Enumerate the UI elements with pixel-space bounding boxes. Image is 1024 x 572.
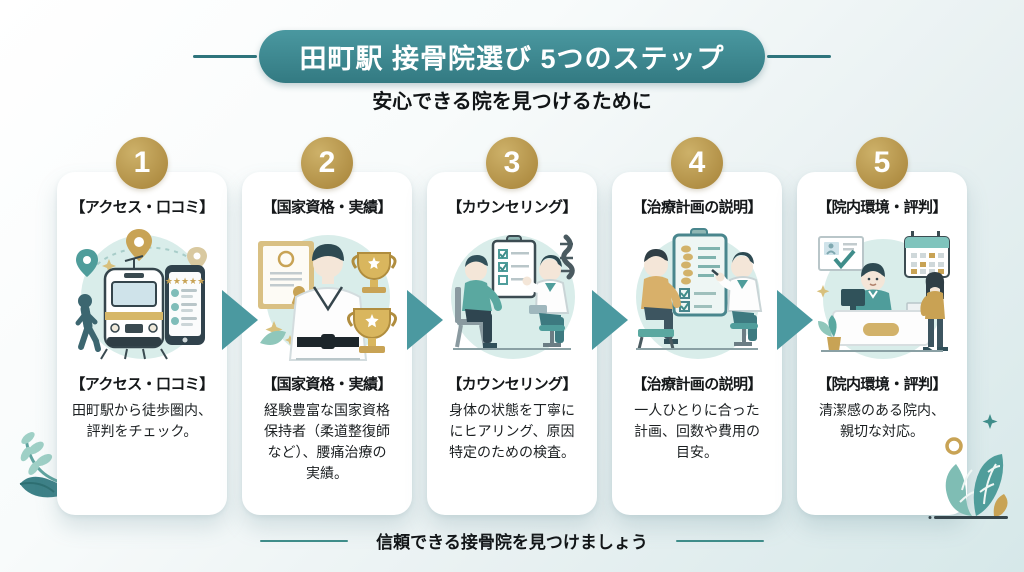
- practitioner-certificate-trophies-icon: [258, 235, 397, 361]
- steps-row: 1 【アクセス・口コミ】: [57, 137, 967, 515]
- step-5-number-badge: 5: [856, 137, 908, 189]
- step-4: 4 【治療計画の説明】: [612, 137, 782, 515]
- step-1-number: 1: [133, 146, 151, 179]
- step-arrow-icon-1: [222, 290, 258, 350]
- step-2-illustration: [250, 225, 404, 363]
- step-arrow-icon-2: [407, 290, 443, 350]
- step-4-title: 【治療計画の説明】: [632, 199, 762, 216]
- step-2-number-badge: 2: [301, 137, 353, 189]
- step-1: 1 【アクセス・口コミ】: [57, 137, 227, 515]
- step-5-card: 【院内環境・評判】: [797, 172, 967, 515]
- step-1-title: 【アクセス・口コミ】: [70, 199, 214, 216]
- step-2-number: 2: [318, 146, 336, 179]
- step-5-number: 5: [873, 146, 891, 179]
- step-4-number: 4: [688, 146, 706, 179]
- step-4-illustration: [620, 225, 774, 363]
- leaf-decoration-left: [14, 424, 70, 525]
- step-arrow-icon-4: [777, 290, 813, 350]
- step-1-illustration: ★★★★★: [65, 225, 219, 363]
- step-4-description: 一人ひとりに合った 計画、回数や費用の 目安。: [634, 402, 760, 460]
- step-5: 5 【院内環境・評判】: [797, 137, 967, 515]
- page-title: 田町駅 接骨院選び 5つのステップ: [299, 44, 725, 74]
- step-1-description: 田町駅から徒歩圏内、 評判をチェック。: [72, 402, 212, 439]
- subtitle: 安心できる院を見つけるために: [372, 91, 652, 113]
- footer: 信頼できる接骨院を見つけましょう: [0, 528, 1024, 553]
- step-5-caption: 【院内環境・評判】: [817, 376, 947, 393]
- step-3-title: 【カウンセリング】: [447, 199, 577, 216]
- leaf-cluster-sparkle-icon: [928, 414, 1008, 519]
- step-5-illustration: [805, 225, 959, 363]
- step-2-title: 【国家資格・実績】: [262, 199, 392, 216]
- step-2-description: 経験豊富な国家資格 保持者（柔道整復師 など）、腰痛治療の 実績。: [264, 402, 390, 481]
- step-2-caption: 【国家資格・実績】: [262, 376, 392, 393]
- header: 田町駅 接骨院選び 5つのステップ: [0, 30, 1024, 83]
- step-4-card: 【治療計画の説明】: [612, 172, 782, 515]
- step-3: 3 【カウンセリング】: [427, 137, 597, 515]
- header-line-right: [766, 55, 831, 58]
- step-3-illustration: [435, 225, 589, 363]
- step-3-number-badge: 3: [486, 137, 538, 189]
- treatment-plan-chart-icon: [636, 228, 763, 359]
- step-1-number-badge: 1: [116, 137, 168, 189]
- train-station-phone-reviews-icon: ★★★★★: [75, 229, 207, 360]
- step-4-number-badge: 4: [671, 137, 723, 189]
- step-2-card: 【国家資格・実績】: [242, 172, 412, 515]
- step-4-caption: 【治療計画の説明】: [632, 376, 762, 393]
- clinic-reception-desk-icon: [816, 231, 950, 359]
- step-3-caption: 【カウンセリング】: [447, 376, 577, 393]
- counseling-doctor-patient-icon: [451, 234, 575, 359]
- leaf-decoration-right: [928, 408, 1014, 531]
- step-1-card: 【アクセス・口コミ】: [57, 172, 227, 515]
- footer-line-left: [260, 539, 349, 542]
- step-3-description: 身体の状態を丁寧に にヒアリング、原因 特定のための検査。: [449, 402, 575, 460]
- step-5-title: 【院内環境・評判】: [817, 199, 947, 216]
- title-banner: 田町駅 接骨院選び 5つのステップ: [259, 30, 765, 83]
- step-arrow-icon-3: [592, 290, 628, 350]
- step-1-caption: 【アクセス・口コミ】: [70, 376, 214, 393]
- step-5-description: 清潔感のある院内、 親切な対応。: [819, 402, 945, 439]
- step-3-card: 【カウンセリング】: [427, 172, 597, 515]
- leaf-cluster-icon: [19, 432, 68, 498]
- footer-line-right: [675, 539, 764, 542]
- step-2: 2 【国家資格・実績】: [242, 137, 412, 515]
- footer-message: 信頼できる接骨院を見つけましょう: [376, 533, 648, 552]
- header-line-left: [193, 55, 258, 58]
- step-3-number: 3: [503, 146, 521, 179]
- svg-text:★★★★★: ★★★★★: [165, 276, 205, 286]
